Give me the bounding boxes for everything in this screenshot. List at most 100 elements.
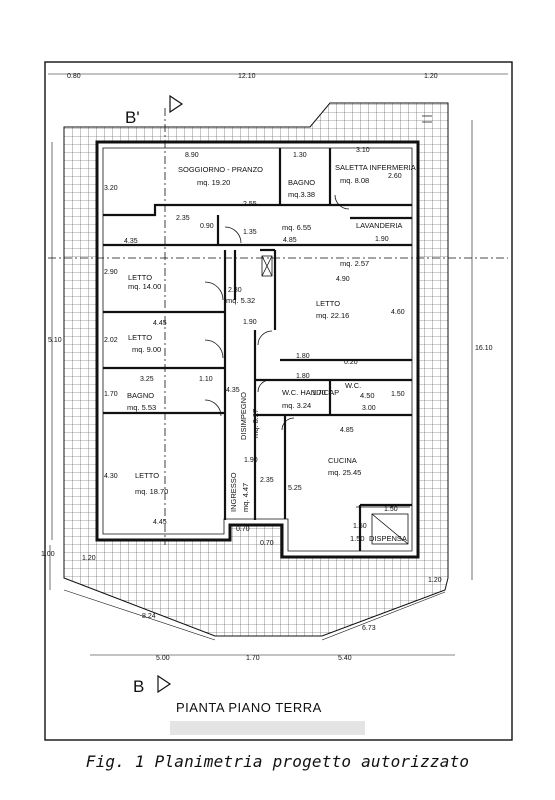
room-name-wc-handicap: W.C. HANDICAP [282,388,339,397]
dim-label: 4.60 [391,309,405,316]
room-area-hall: mq. 6.55 [282,223,311,232]
room-area-corridor: mq. 5.32 [226,296,255,305]
dim-label: 0.70 [260,540,274,547]
section-label-bottom: B [133,677,144,696]
room-name-wc: W.C. [345,381,361,390]
dim-label: 1.80 [296,373,310,380]
dim-label: 3.20 [104,185,118,192]
dim-label: 5.25 [288,485,302,492]
room-area-dispensa: 1.50 [350,534,365,543]
room-name-saletta: SALETTA INFERMERIA [335,163,416,172]
room-area-letto-2: mq. 22.16 [316,311,349,320]
dim-label: 4.90 [336,276,350,283]
room-area-wc-handicap: mq. 3.24 [282,401,311,410]
shaft-symbol [261,255,273,277]
plan-title: PIANTA PIANO TERRA [176,700,322,715]
room-name-letto-4: LETTO [135,471,159,480]
room-name-letto-1: LETTO [128,273,152,282]
room-name-lavanderia: LAVANDERIA [356,221,402,230]
dim-label: 6.73 [362,625,376,632]
dim-label: 1.70 [312,390,326,397]
room-area-saletta: mq. 8.08 [340,176,369,185]
floor-plan-drawing: B' B SOGGIORNO - PRANZO mq. 19.20 BAGNO … [41,61,513,741]
room-area-soggiorno: mq. 19.20 [197,178,230,187]
dim-label: 2.35 [176,215,190,222]
dim-label: 0.70 [236,526,250,533]
room-name-cucina: CUCINA [328,456,357,465]
room-area-letto-1: mq. 14.00 [128,282,161,291]
dim-label: 0.20 [344,359,358,366]
room-area-letto-4: mq. 18.70 [135,487,168,496]
room-name-dispensa: DISPENSA [369,534,407,543]
room-name-letto-3: LETTO [128,333,152,342]
dim-label: 0.90 [200,223,214,230]
dim-label: 2.35 [260,477,274,484]
room-name-disimpegno: DISIMPEGNO [239,392,248,440]
dim-label: 1.50 [384,506,398,513]
room-area-closet: mq. 2.57 [340,259,369,268]
dim-label: 1.20 [424,73,438,80]
dim-label: 2.55 [243,201,257,208]
dim-label: 0.80 [67,73,81,80]
interior-walls [103,148,412,551]
figure-caption: Fig. 1 Planimetria progetto autorizzato [85,752,470,771]
room-area-bagno: mq.3.38 [288,190,315,199]
dim-label: 1.90 [375,236,389,243]
dimension-lines [48,73,508,656]
section-markers [157,94,184,694]
dim-label: 3.00 [362,405,376,412]
dim-label: 1.00 [41,551,55,558]
dim-label: 5.00 [156,655,170,662]
dim-label: 1.30 [293,152,307,159]
room-name-ingresso: INGRESSO [229,472,238,512]
dim-label: 1.90 [243,319,257,326]
room-area-bagno-2: mq. 5.53 [127,403,156,412]
room-area-wc: 4.50 [360,391,375,400]
room-labels: SOGGIORNO - PRANZO mq. 19.20 BAGNO mq.3.… [127,163,416,543]
room-area-disimpegno: mq. 8.27 [251,409,260,438]
dim-label: 12.10 [238,73,256,80]
dim-label: 1.70 [104,391,118,398]
section-label-top: B' [125,108,140,127]
dim-label: 1.10 [199,376,213,383]
dim-label: 4.45 [153,320,167,327]
dim-label: 4.45 [153,519,167,526]
dim-label: 2.90 [104,269,118,276]
dim-label: 4.85 [283,237,297,244]
room-name-bagno: BAGNO [288,178,315,187]
room-name-bagno-2: BAGNO [127,391,154,400]
dim-label: 2.60 [388,173,402,180]
dim-label: 2.02 [104,337,118,344]
room-area-letto-3: mq. 9.00 [132,345,161,354]
dim-label: 1.50 [391,391,405,398]
redacted-band [170,721,365,735]
dim-label: 1.90 [244,457,258,464]
dim-label: 4.85 [340,427,354,434]
dim-label: 1.70 [246,655,260,662]
dim-label: 8.90 [185,152,199,159]
dim-label: 1.20 [82,555,96,562]
dim-label: 8.24 [142,613,156,620]
room-name-soggiorno: SOGGIORNO - PRANZO [178,165,263,174]
floor-plan-svg: B' B SOGGIORNO - PRANZO mq. 19.20 BAGNO … [41,61,513,741]
dim-label: 4.30 [104,473,118,480]
door-swings [204,194,350,431]
dim-label: 1.35 [243,229,257,236]
room-name-letto-2: LETTO [316,299,340,308]
dim-label: 3.25 [140,376,154,383]
dim-label: 4.35 [226,387,240,394]
drawing-frame [44,61,513,741]
building-inner-outline [102,147,413,552]
dim-label: 1.20 [428,577,442,584]
dispensa-symbol [371,513,409,545]
section-line [48,108,508,545]
dimension-labels: 0.80 12.10 1.20 16.10 5.10 1.00 1.20 1.2… [41,73,493,662]
terrace-steps [422,115,432,123]
dim-label: 1.80 [296,353,310,360]
dim-label: 4.35 [124,238,138,245]
dim-label: 2.80 [228,287,242,294]
dim-label: 5.10 [48,337,62,344]
dim-label: 3.10 [356,147,370,154]
dim-label: 1.50 [353,523,367,530]
room-area-cucina: mq. 25.45 [328,468,361,477]
